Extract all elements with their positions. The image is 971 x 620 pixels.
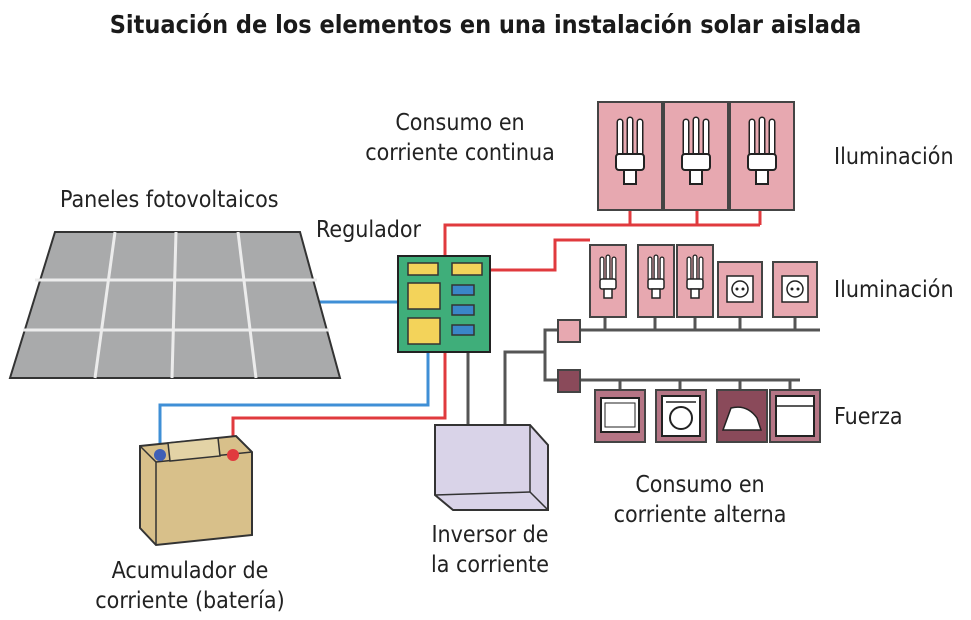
ac-supply-wire <box>503 328 558 425</box>
dishwasher-icon <box>769 389 821 443</box>
ac-power-group <box>594 389 821 443</box>
cfl-bulb-icon <box>729 101 795 211</box>
ac-consumption-line2: corriente alterna <box>613 502 787 528</box>
power-label: Fuerza <box>834 404 903 430</box>
inverter-box <box>434 424 549 511</box>
cfl-bulb-icon <box>637 244 675 318</box>
socket-icon <box>772 261 818 318</box>
battery-label: Acumulador de corriente (batería) <box>70 556 310 616</box>
dc-branch-wire <box>490 238 590 272</box>
battery-line1: Acumulador de <box>111 558 269 584</box>
dc-consumption-line1: Consumo en <box>395 110 525 136</box>
ac-consumption-line1: Consumo en <box>635 472 765 498</box>
iron-icon <box>716 389 768 443</box>
cfl-bulb-icon <box>676 244 714 318</box>
ac-lighting-junction <box>557 319 581 343</box>
inverter-line1: Inversor de <box>431 522 549 548</box>
wires <box>158 210 820 452</box>
lighting-dc-label: Iluminación <box>834 144 954 170</box>
lighting-ac-label: Iluminación <box>834 277 954 303</box>
dc-consumption-label: Consumo en corriente continua <box>360 108 560 168</box>
regulator-box <box>397 255 491 353</box>
solar-panel <box>8 231 342 379</box>
regulator-label: Regulador <box>316 217 422 243</box>
battery-negative-wire <box>158 352 430 452</box>
cfl-bulb-icon <box>589 244 627 318</box>
cfl-bulb-icon <box>663 101 729 211</box>
inverter-line2: la corriente <box>430 552 550 578</box>
microwave-icon <box>594 389 646 443</box>
panels-label: Paneles fotovoltaicos <box>60 187 279 213</box>
dc-supply-wire <box>443 223 760 256</box>
socket-icon <box>717 261 763 318</box>
battery-box <box>139 434 253 547</box>
inverter-label: Inversor de la corriente <box>400 520 580 580</box>
ac-lighting-group <box>589 244 818 318</box>
dc-consumption-line2: corriente continua <box>365 140 555 166</box>
battery-line2: corriente (batería) <box>95 588 285 614</box>
dc-lighting-group <box>597 101 795 211</box>
ac-consumption-label: Consumo en corriente alterna <box>580 470 820 530</box>
washing-machine-icon <box>655 389 707 443</box>
cfl-bulb-icon <box>597 101 663 211</box>
battery-positive-wire <box>231 352 447 452</box>
ac-power-junction <box>557 369 581 393</box>
diagram-title: Situación de los elementos en una instal… <box>109 10 862 39</box>
